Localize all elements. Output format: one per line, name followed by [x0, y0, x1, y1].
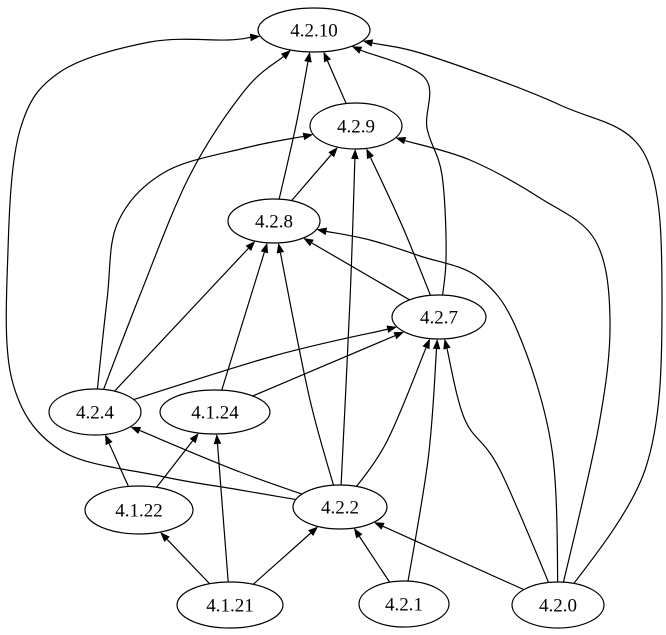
node-label: 4.2.10 — [290, 20, 338, 41]
node-label: 4.2.8 — [255, 211, 293, 232]
edge-4-2-0-to-4-2-10 — [362, 39, 663, 606]
node-4-2-8: 4.2.8 — [227, 198, 321, 244]
edge-4-2-2-to-4-2-10 — [5, 33, 341, 508]
edge-4-2-0-to-4-2-8 — [316, 227, 559, 606]
node-ellipse — [227, 198, 321, 244]
node-4-1-24: 4.1.24 — [159, 389, 271, 435]
arrowhead-icon — [386, 325, 398, 333]
node-label: 4.1.24 — [191, 402, 239, 423]
edge-4-2-0-to-4-2-7 — [443, 338, 559, 606]
node-ellipse — [159, 389, 271, 435]
edge-4-2-2-to-4-2-8 — [276, 242, 341, 508]
edge-line — [339, 158, 356, 508]
edge-line — [403, 348, 438, 605]
arrowhead-icon — [276, 242, 285, 254]
arrowhead-icon — [260, 242, 268, 254]
node-4-2-7: 4.2.7 — [391, 294, 487, 340]
arrowhead-icon — [316, 227, 328, 236]
arrowhead-icon — [249, 33, 261, 42]
node-4-2-2: 4.2.2 — [292, 484, 388, 530]
arrowhead-icon — [213, 434, 222, 445]
node-label: 4.2.7 — [420, 307, 458, 328]
arrowhead-icon — [160, 532, 170, 542]
edge-4-2-4-to-4-2-10 — [94, 50, 291, 413]
node-ellipse — [48, 388, 142, 436]
arrowhead-icon — [443, 338, 451, 350]
edge-4-2-0-to-4-2-9 — [395, 137, 611, 606]
node-ellipse — [257, 7, 371, 53]
node-label: 4.2.1 — [385, 594, 423, 615]
edge-line — [369, 157, 440, 318]
edge-line — [94, 135, 304, 413]
arrowhead-icon — [189, 433, 199, 444]
edge-4-2-2-to-4-2-7 — [339, 338, 430, 508]
node-label: 4.2.9 — [337, 116, 375, 137]
edge-line — [404, 140, 611, 606]
node-4-2-0: 4.2.0 — [511, 581, 605, 629]
node-label: 4.2.0 — [539, 595, 577, 616]
arrowhead-icon — [366, 148, 374, 160]
arrowhead-icon — [304, 51, 312, 63]
arrowhead-icon — [130, 426, 142, 434]
node-4-2-10: 4.2.10 — [257, 7, 371, 53]
node-ellipse — [358, 580, 450, 628]
arrowhead-icon — [432, 339, 441, 350]
arrowhead-icon — [280, 50, 291, 60]
edge-line — [360, 49, 447, 318]
edge-4-2-7-to-4-2-9 — [366, 148, 440, 318]
arrowhead-icon — [422, 338, 430, 350]
node-4-2-4: 4.2.4 — [48, 388, 142, 436]
node-ellipse — [84, 485, 194, 535]
edge-line — [94, 247, 249, 413]
node-ellipse — [391, 294, 487, 340]
arrowhead-icon — [303, 238, 314, 247]
node-ellipse — [511, 581, 605, 629]
node-label: 4.1.22 — [115, 500, 163, 521]
edge-4-2-2-to-4-2-9 — [339, 149, 359, 508]
arrowhead-icon — [362, 39, 374, 47]
edge-line — [216, 443, 231, 606]
arrowhead-icon — [328, 147, 338, 158]
node-label: 4.2.4 — [76, 402, 115, 423]
edge-line — [273, 61, 309, 222]
node-ellipse — [309, 102, 403, 150]
node-ellipse — [176, 581, 284, 629]
arrowhead-icon — [302, 132, 314, 141]
node-label: 4.1.21 — [206, 595, 254, 616]
node-4-2-1: 4.2.1 — [358, 580, 450, 628]
edge-line — [446, 348, 559, 606]
edge-line — [94, 56, 284, 413]
arrowhead-icon — [395, 137, 407, 145]
node-4-2-9: 4.2.9 — [309, 102, 403, 150]
arrowhead-icon — [393, 331, 405, 340]
arrowhead-icon — [353, 528, 363, 539]
arrowhead-icon — [351, 46, 363, 54]
edge-4-1-24-to-4-2-8 — [214, 242, 268, 413]
arrowhead-icon — [105, 434, 113, 446]
edge-line — [279, 252, 341, 508]
node-ellipse — [292, 484, 388, 530]
edge-4-2-4-to-4-2-8 — [94, 241, 256, 413]
nodes-layer: 4.2.10 4.2.9 4.2.8 4.2.7 4.2.4 4.1.24 4.1.22 4.… — [48, 7, 605, 629]
edge-4-2-7-to-4-2-10 — [351, 46, 447, 318]
edge-4-2-4-to-4-2-9 — [94, 132, 314, 413]
node-4-1-22: 4.1.22 — [84, 485, 194, 535]
edge-line — [372, 42, 663, 606]
node-label: 4.2.2 — [321, 497, 359, 518]
arrowhead-icon — [351, 149, 359, 160]
edge-line — [339, 347, 427, 508]
arrowhead-icon — [308, 526, 319, 536]
edge-4-1-21-to-4-1-24 — [213, 434, 231, 606]
edge-4-2-1-to-4-2-7 — [403, 339, 441, 605]
edge-line — [326, 230, 559, 606]
edge-line — [214, 252, 265, 413]
arrowhead-icon — [245, 241, 256, 251]
arrowhead-icon — [323, 51, 331, 63]
edge-line — [5, 36, 341, 508]
arrowhead-icon — [373, 522, 385, 530]
node-4-1-21: 4.1.21 — [176, 581, 284, 629]
